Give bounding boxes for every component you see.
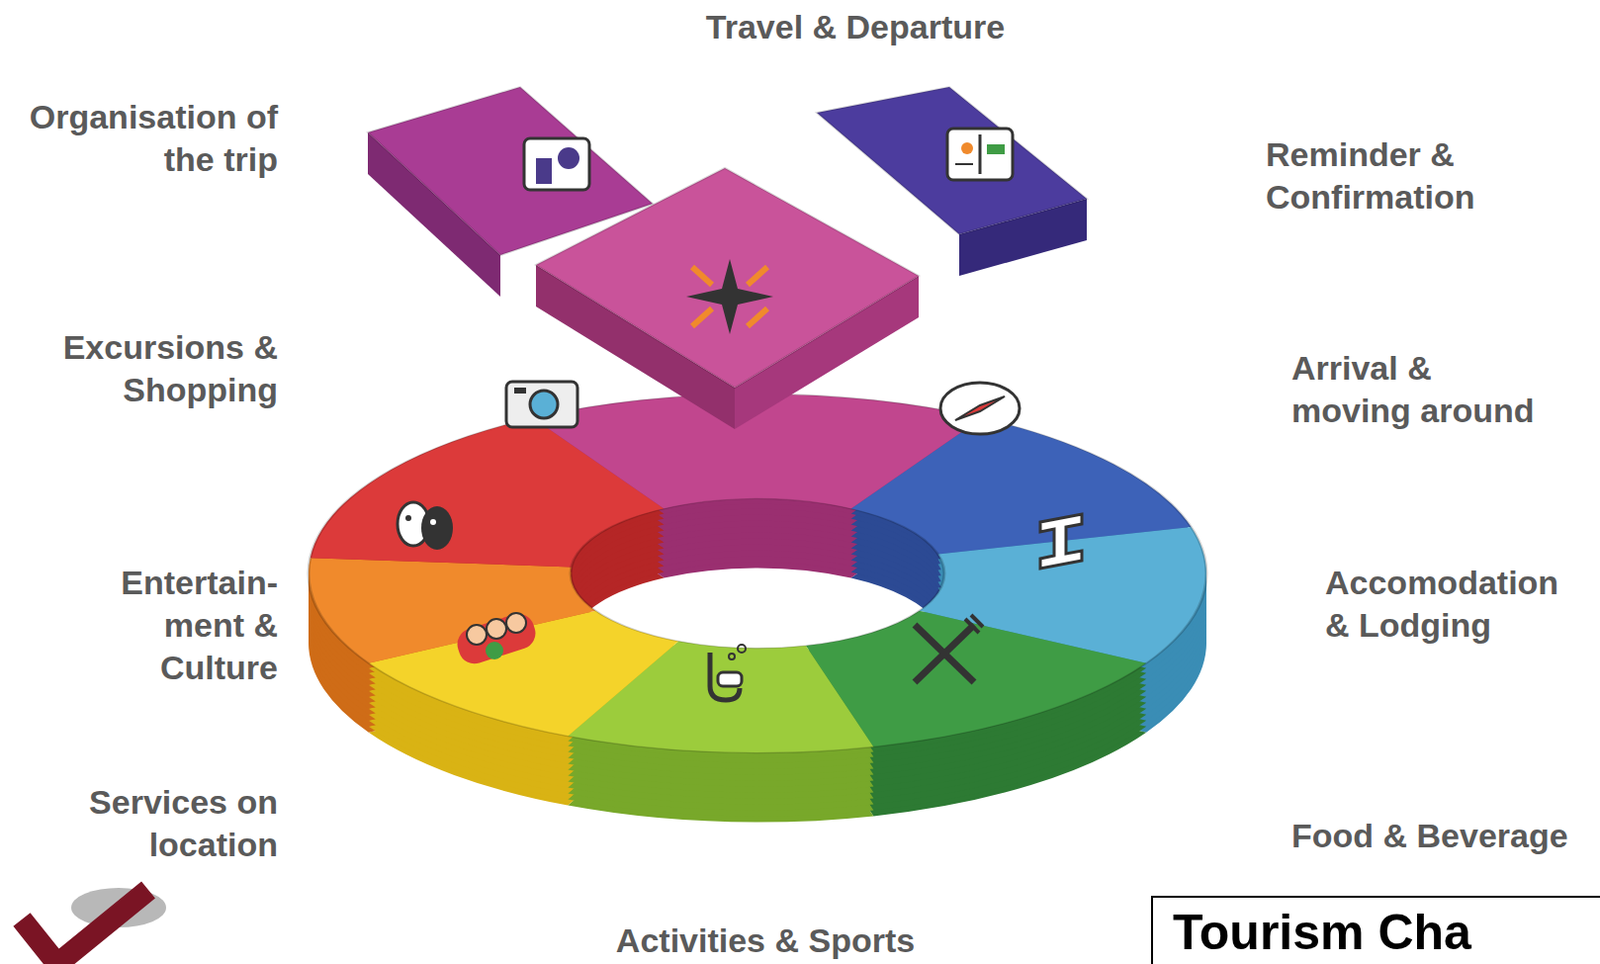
info-icon [524, 138, 590, 190]
bed-icon [1040, 514, 1082, 569]
stage-label: Services on location [10, 781, 278, 867]
stage-label: Arrival & moving around [1291, 347, 1549, 433]
masks-icon [397, 502, 453, 550]
cutlery-icon [914, 615, 983, 683]
plane-icon [686, 259, 774, 335]
stage-label: Excursions & Shopping [10, 326, 278, 412]
stage-label: Food & Beverage [1291, 814, 1589, 858]
stage-label: Entertain- ment & Culture [109, 561, 278, 690]
stage-label: Reminder & Confirmation [1265, 133, 1533, 219]
logo-mark [21, 888, 167, 964]
stage-label: Travel & Departure [608, 5, 1103, 49]
people-icon [452, 610, 539, 669]
stage-label: Organisation of the trip [10, 95, 278, 181]
book-icon [947, 128, 1013, 180]
title-box: Tourism Cha [1151, 895, 1600, 964]
stage-label: Accomodation & Lodging [1325, 561, 1573, 647]
diagram-title: Tourism Cha [1172, 903, 1472, 962]
snorkel-icon [710, 644, 746, 701]
camera-icon [506, 381, 578, 428]
compass-icon [940, 382, 1020, 435]
stage-label: Activities & Sports [518, 919, 1013, 963]
